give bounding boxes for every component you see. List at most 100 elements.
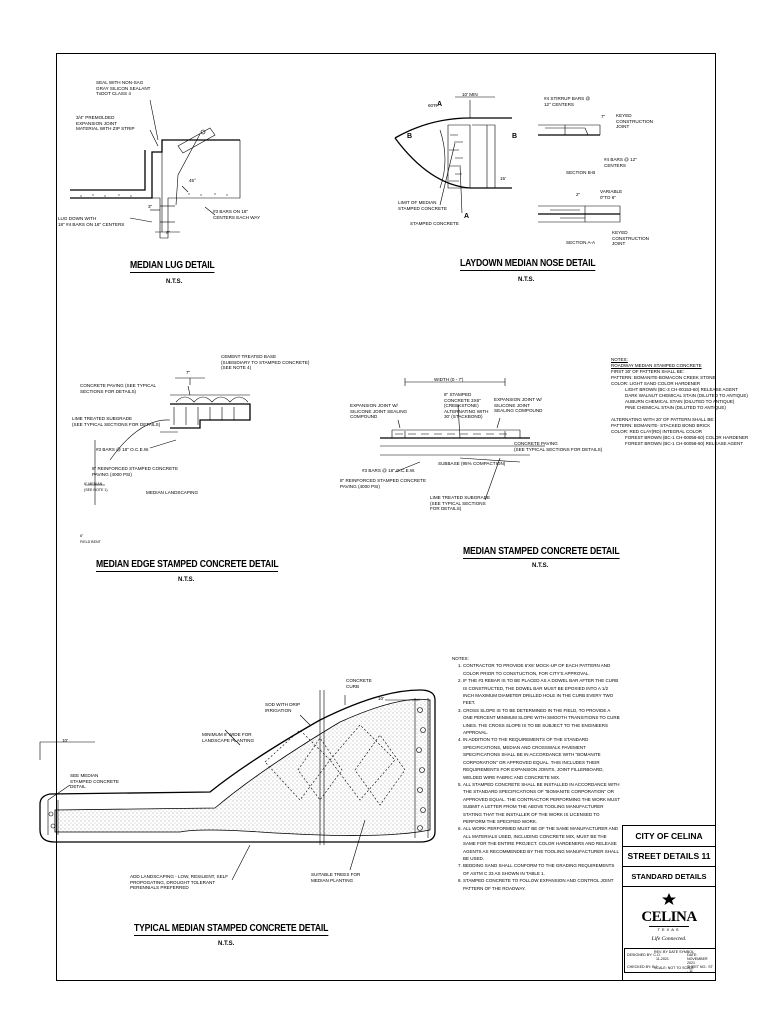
notes-top-line: PATTERN: BOMANITE- STACKED BOND BRICK (611, 423, 711, 428)
stamped-joint2-label: EXPANSION JOINT W/ SILICONE JOINT SEALIN… (494, 397, 543, 414)
nose-keyed2-label: KEYED CONSTRUCTION JOINT (612, 230, 650, 247)
lug-seal-label: SEAL WITH NON-SAG GRAY SILICON SEALANT T… (96, 80, 151, 97)
edge-paving-label: CONCRETE PAVING (SEE TYPICAL SECTIONS FO… (80, 383, 157, 394)
typical-curb-label: CONCRETE CURB (346, 678, 372, 689)
typical-sod-label: SOD WITH DRIP IRRIGATION (265, 702, 301, 713)
lug-detail-title: MEDIAN LUG DETAIL (130, 259, 215, 273)
note-item: ALL STAMPED CONCRETE SHALL BE INSTALLED … (463, 781, 620, 825)
nose-stirrup-label: #4 STIRRUP BARS @ 12" CENTERS (544, 96, 591, 107)
stamped-detail-scale: N.T.S. (532, 563, 549, 569)
stamped-lime-label: LIME TREATED SUBGRADE (SEE TYPICAL SECTI… (430, 495, 491, 512)
svg-text:A: A (464, 213, 469, 220)
notes-top-line: COLOR: RED CLAY(RD) INTEGRAL COLOR (611, 429, 703, 434)
revision-header: REV. BY DATE SYMBOL (654, 950, 695, 954)
edge-detail-scale: N.T.S. (178, 577, 195, 583)
note-item: IF THE #3 REBAR IS TO BE PLACED AS A DOW… (463, 677, 620, 707)
nose-sectionBB-label: SECTION B-B (566, 170, 596, 175)
nose-r60-label: 60'R (428, 103, 438, 108)
nose-dim7-label: 7" (601, 114, 606, 119)
nose-sectionAA-label: SECTION A-A (566, 240, 596, 245)
notes-top-line: PATTERN: BOMANITE-BOMACON CREEK STONE (611, 375, 716, 380)
notes-top-line: AUBURN CHEMICAL STAIN (DILUTED TO ANTIQU… (625, 399, 735, 404)
notes-top-heading: NOTES: (611, 357, 628, 362)
note-item: STAMPED CONCRETE TO FOLLOW EXPANSION AND… (463, 877, 620, 892)
lug-bars-label: #3 BARS ON 18" CENTERS EACH WAY (213, 209, 261, 220)
notes-main: NOTES: CONTRACTOR TO PROVIDE 6'X6' MOCK-… (452, 655, 620, 892)
note-item: CONTRACTOR TO PROVIDE 6'X6' MOCK-UP OF E… (463, 662, 620, 677)
edge-dim7-label: 7" (186, 370, 191, 375)
typical-dim10-label: 10' (62, 738, 68, 743)
edge-detail-title: MEDIAN EDGE STAMPED CONCRETE DETAIL (96, 558, 279, 572)
notes-top-line: ALTERNATING WITH 20' OF PATTERN SHALL BE… (611, 417, 715, 422)
tagline: Life Connected. (651, 936, 687, 942)
stamped-width-label: WIDTH (0 - 7') (434, 377, 464, 382)
stamped-stamped-label: 8" STAMPED CONCRETE 3X6" (CREEKSTONE) AL… (444, 392, 489, 420)
edge-landscaping-label: MEDIAN LANDSCAPING (146, 490, 199, 495)
typical-seemedian-label: SEE MEDIAN STAMPED CONCRETE DETAIL (70, 773, 119, 790)
sheet-number: SHEET NO.: ST - 11 (687, 965, 713, 973)
notes-top: NOTES: ROADWAY MEDIAN STAMPED CONCRETE F… (611, 357, 748, 447)
notes-top-line: LIGHT BROWN (BC-3 CH-00153-60) RELEASE A… (625, 387, 738, 392)
nose-min10-label: 10' MIN (462, 92, 478, 97)
revision-block: DESIGNED BY: C.O. CHECKED BY: B.J. REV. … (624, 948, 716, 973)
typical-detail-title: TYPICAL MEDIAN STAMPED CONCRETE DETAIL (134, 922, 329, 936)
edge-fieldbent-label: 6" FIELD BENT (80, 534, 101, 544)
designed-by: DESIGNED BY: C.O. (627, 953, 661, 957)
notes-top-line: FOREST BROWN (BC-1 CH-00058-60) COLOR HA… (625, 435, 749, 440)
svg-text:B: B (512, 133, 517, 140)
lug-lugdown-label: LUG DOWN WITH 18" #4 BARS ON 18" CENTERS (58, 216, 125, 227)
stamped-bars-label: #3 BARS @ 18" O.C.E.W. (362, 468, 416, 473)
edge-median-label: 6" MEDIAN (SEE NOTE 1) (84, 482, 108, 492)
nose-bars12-label: #4 BARS @ 12" CENTERS (604, 157, 637, 168)
logo-sub: TEXAS (649, 926, 689, 932)
lug-dim3-label: 3" (148, 204, 153, 209)
sheet-subtitle: STANDARD DETAILS (623, 866, 715, 887)
notes-top-line: ROADWAY MEDIAN STAMPED CONCRETE (611, 363, 702, 368)
date-note: DATE: NOVEMBER 2021 (687, 953, 708, 965)
nose-keyed1-label: KEYED CONSTRUCTION JOINT (616, 113, 654, 130)
typical-detail-scale: N.T.S. (218, 941, 235, 947)
nose-variable-label: VARIABLE 0"TO 6" (600, 189, 623, 200)
checked-by: CHECKED BY: B.J. (627, 965, 659, 969)
edge-lime-label: LIME TREATED SUBGRADE (SEE TYPICAL SECTI… (72, 416, 161, 427)
svg-text:A: A (437, 101, 442, 108)
city-logo: CELINA TEXAS Life Connected. (623, 892, 715, 942)
edge-bars-label: #3 BARS @ 18" O.C.E.W. (96, 447, 150, 452)
title-block: CITY OF CELINA STREET DETAILS 11 STANDAR… (622, 825, 716, 981)
nose-detail-scale: N.T.S. (518, 277, 535, 283)
lug-expansion-label: 3/4" PREMOLDED EXPANSION JOINT MATERIAL … (76, 115, 135, 132)
notes-top-line: PINE CHEMICAL STAIN (DILUTED TO ANTIQUE) (625, 405, 726, 410)
svg-text:B: B (407, 133, 412, 140)
stamped-joint1-label: EXPANSION JOINT W/ SILICONE JOINT SEALIN… (350, 403, 408, 420)
nose-dim2-label: 2" (576, 192, 581, 197)
note-item: IN ADDITION TO THE REQUIREMENTS OF THE S… (463, 736, 620, 780)
nose-limit-label: LIMIT OF MEDIAN STAMPED CONCRETE (398, 200, 447, 211)
notes-top-line: FOREST BROWN (BC-1 CH-00058-60) RELEASE … (625, 441, 743, 446)
typical-landscaping-label: ADD LANDSCAPING - LOW, RESILIENT, SELF P… (130, 874, 229, 891)
stamped-subbase-label: SUBBASE (95% COMPACTION) (438, 461, 506, 466)
edge-reinforced-label: 8" REINFORCED STAMPED CONCRETE PAVING (4… (92, 466, 179, 477)
note-item: ALL WORK PERFORMED MUST BE OF THE SAME M… (463, 825, 620, 862)
scale-note: SCALE: NOT TO SCALE (654, 966, 694, 970)
stamped-detail-title: MEDIAN STAMPED CONCRETE DETAIL (463, 545, 620, 559)
notes-top-line: COLOR: LIGHT SAND COLOR HARDENER (611, 381, 701, 386)
nose-r15-label: 15' (500, 176, 506, 181)
notes-main-heading: NOTES: (452, 656, 469, 661)
nose-stamped-label: STAMPED CONCRETE (410, 221, 459, 226)
sheet-title: STREET DETAILS 11 (623, 846, 715, 867)
stamped-reinforced-label: 8" REINFORCED STAMPED CONCRETE PAVING (4… (340, 478, 427, 489)
note-item: CROSS SLOPE IS TO BE DETERMINED IN THE F… (463, 707, 620, 737)
revision-date: 11-2021 (656, 957, 669, 961)
star-icon (662, 893, 676, 905)
typical-dim10b-label: 10' (378, 696, 384, 701)
note-item: BEDDING SAND SHALL CONFORM TO THE GRADIN… (463, 862, 620, 877)
notes-top-line: FIRST 30' OF PATTERN SHALL BE: (611, 369, 684, 374)
edge-ctb-label: CEMENT TREATED BASE (SUBSIDIARY TO STAMP… (221, 354, 310, 371)
nose-detail-title: LAYDOWN MEDIAN NOSE DETAIL (460, 257, 596, 271)
lug-dim6-label: 6" (166, 230, 171, 235)
